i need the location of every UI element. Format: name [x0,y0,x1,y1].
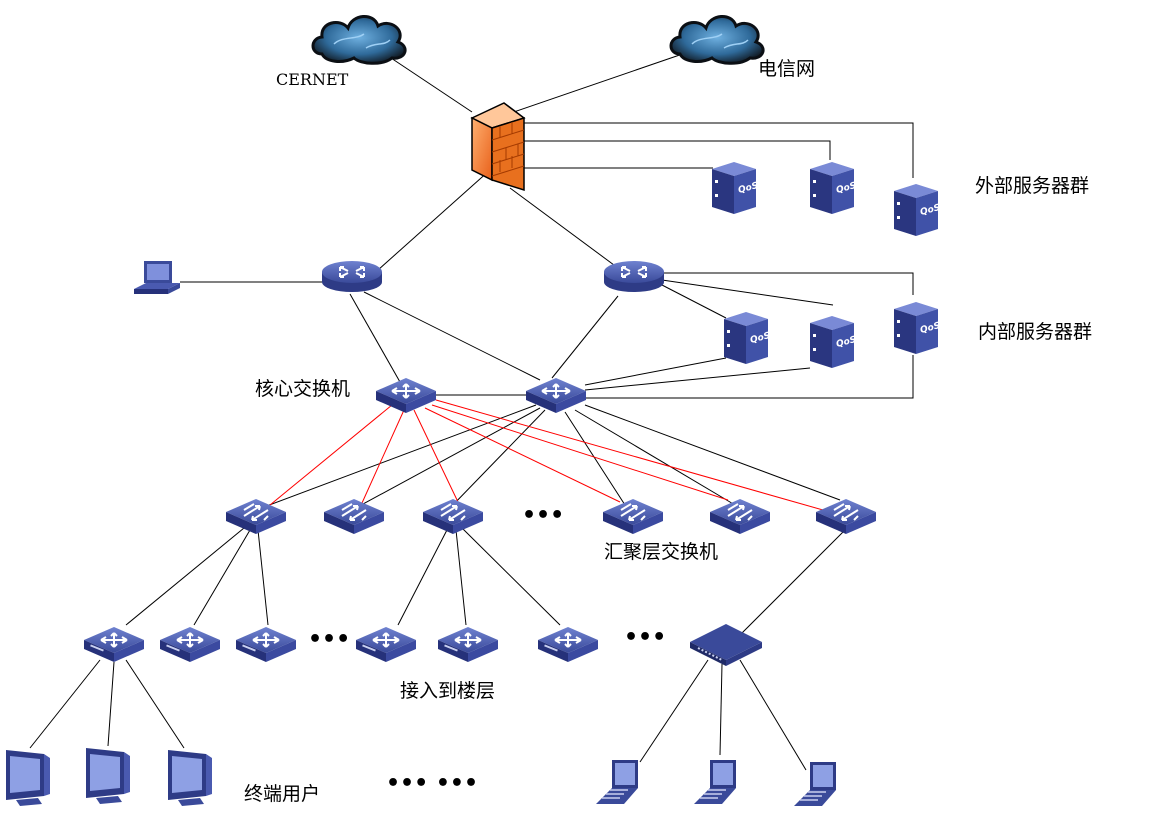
access-switch-icon-3 [235,626,297,663]
monitor-icon-1 [6,750,50,806]
access-switch-icon-2 [159,626,221,663]
monitor-icon-3 [168,750,212,806]
laptop-icon-3 [793,761,837,807]
server-icon-external-2 [810,162,858,214]
server-icon-external-3 [894,184,942,236]
label-aggregation-switch: 汇聚层交换机 [604,541,718,563]
laptop-icon-2 [693,759,737,805]
label-end-users: 终端用户 [244,783,320,805]
links [29,47,914,771]
ellipsis-users: ••• ••• [386,771,478,796]
hub-icon [689,623,763,667]
label-internal-servers: 内部服务器群 [978,321,1092,343]
label-external-servers: 外部服务器群 [975,175,1089,197]
label-telecom: 电信网 [758,58,815,80]
core-switch-icon-2 [525,377,587,414]
ellipsis-aggregation: ••• [522,503,564,528]
pc-icon [134,261,180,294]
aggregation-switch-icon-3 [422,498,484,535]
server-icon-internal-2 [810,316,858,368]
aggregation-switch-icon-6 [815,498,877,535]
aggregation-switch-icon-5 [709,498,771,535]
server-icon-internal-3 [894,302,942,354]
ellipsis-access-2: ••• [624,625,666,650]
cloud-icon-cernet [311,14,407,65]
aggregation-switch-icon-1 [225,498,287,535]
server-icon-external-1 [712,162,760,214]
access-switch-icon-1 [83,626,145,663]
router-icon-2 [603,260,665,293]
laptop-icon-1 [595,759,639,805]
label-core-switch: 核心交换机 [255,378,350,400]
label-access-floor: 接入到楼层 [400,680,495,702]
server-icon-internal-1 [724,312,772,364]
access-switch-icon-5 [437,626,499,663]
access-switch-icon-6 [537,626,599,663]
firewall-icon [470,102,526,192]
access-switch-icon-4 [355,626,417,663]
ellipsis-access-1: ••• [308,627,350,652]
label-cernet: CERNET [276,70,349,89]
aggregation-switch-icon-2 [323,498,385,535]
core-switch-icon-1 [375,377,437,414]
cloud-icon-telecom [669,14,765,65]
monitor-icon-2 [86,748,130,804]
aggregation-switch-icon-4 [602,498,664,535]
router-icon-1 [321,260,383,293]
